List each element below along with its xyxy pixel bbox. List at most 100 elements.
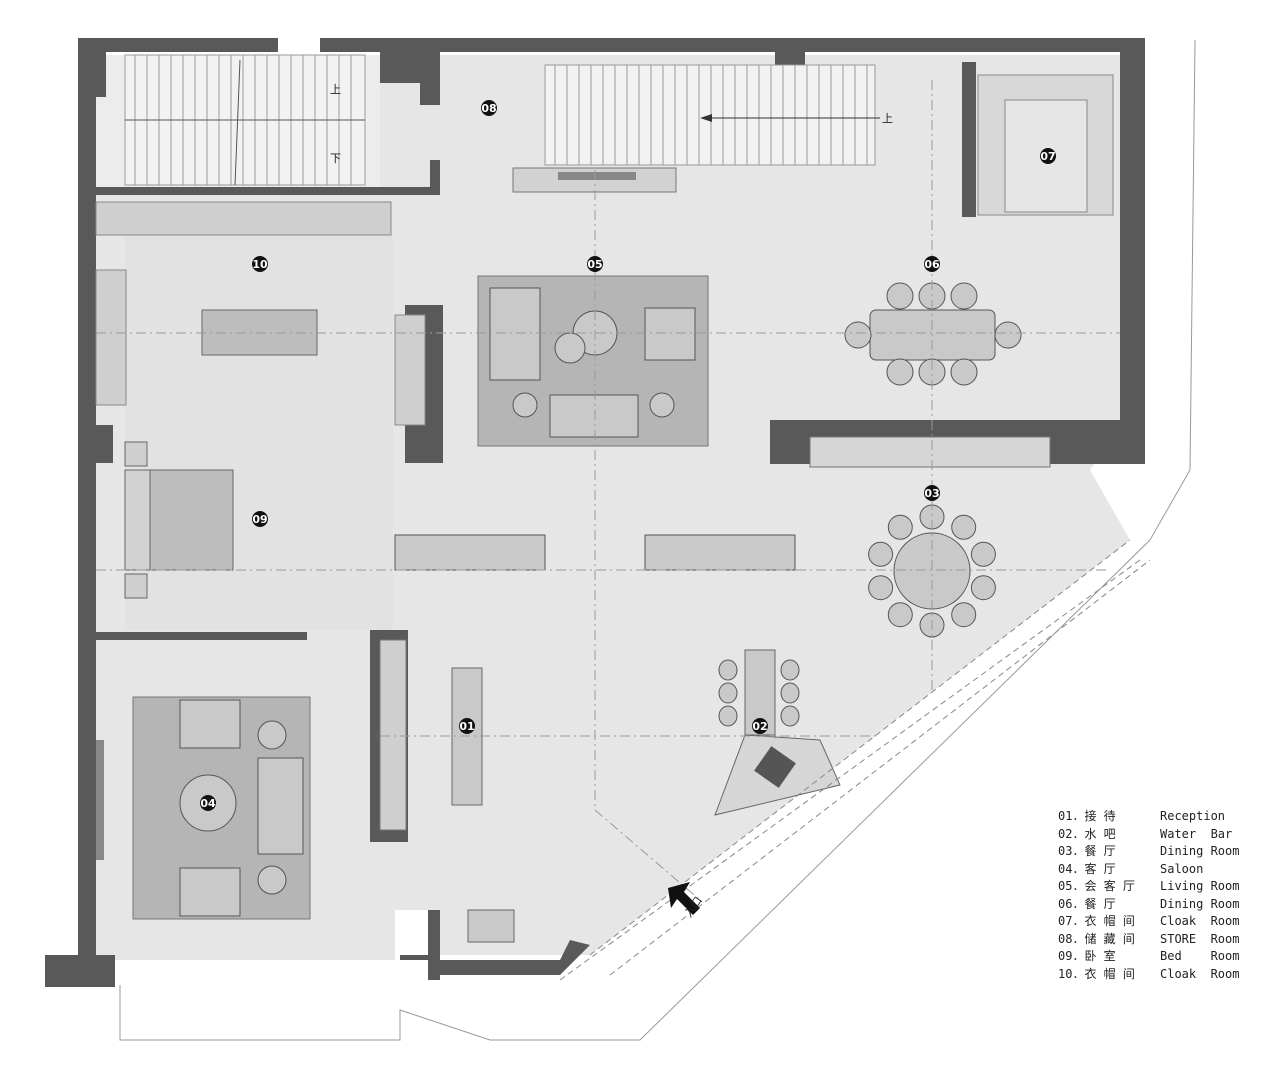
legend-english: STORE Room xyxy=(1160,931,1240,946)
room-marker-dot xyxy=(924,256,940,272)
legend-english: Saloon xyxy=(1160,861,1204,876)
dining-chair xyxy=(970,575,996,601)
room-marker-dot xyxy=(252,511,268,527)
dining-chair xyxy=(844,321,872,349)
sofa-left-05 xyxy=(489,287,541,381)
room-marker-08: 08 xyxy=(481,100,497,116)
bar-stool xyxy=(780,659,800,681)
room-marker-01: 01 xyxy=(459,718,475,734)
room-marker-dot xyxy=(752,718,768,734)
dining-chair xyxy=(950,358,978,386)
legend-row: 09．卧 室 Bed Room xyxy=(1058,948,1258,966)
legend-english: Water Bar xyxy=(1160,826,1233,841)
dining-chair xyxy=(950,282,978,310)
legend-code: 06．餐 厅 xyxy=(1058,896,1116,911)
stair-left xyxy=(124,54,366,186)
stair-main xyxy=(544,64,880,166)
room-marker-dot xyxy=(481,100,497,116)
room-marker-number: 02 xyxy=(752,720,767,733)
dining-chair xyxy=(886,282,914,310)
room-marker-03: 03 xyxy=(924,485,940,501)
room-marker-04: 04 xyxy=(200,795,216,811)
dining-chair xyxy=(887,602,913,628)
legend-code: 02．水 吧 xyxy=(1058,826,1116,841)
room-marker-05: 05 xyxy=(587,256,603,272)
room-marker-dot xyxy=(1040,148,1056,164)
legend-english: Cloak Room xyxy=(1160,966,1240,981)
room-marker-dot xyxy=(459,718,475,734)
cloak-room-10-shelf-side xyxy=(95,269,127,406)
dining-chair xyxy=(868,575,894,601)
sideboard-06 xyxy=(809,436,1051,468)
dining-chair xyxy=(951,602,977,628)
room-marker-number: 10 xyxy=(252,258,268,271)
legend-row: 01．接 待 Reception xyxy=(1058,808,1258,826)
nightstand-top xyxy=(124,441,148,467)
room-marker-number: 08 xyxy=(481,102,496,115)
room-marker-number: 09 xyxy=(252,513,267,526)
room-marker-dot xyxy=(587,256,603,272)
armchair-bottom-04 xyxy=(179,867,241,917)
stair-down-label: 下 xyxy=(330,152,341,165)
stair-up-right-label: 上 xyxy=(882,112,893,125)
outer-boundary xyxy=(119,39,1196,1041)
room-marker-07: 07 xyxy=(1040,148,1056,164)
legend-english: Living Room xyxy=(1160,879,1240,893)
fireplace-firebox xyxy=(558,172,636,180)
bench-left-center xyxy=(394,534,546,571)
legend-code: 01．接 待 xyxy=(1058,809,1116,823)
room-marker-10: 10 xyxy=(252,256,268,272)
legend-english: Dining Room xyxy=(1160,844,1240,858)
legend-row: 05．会 客 厅 Living Room xyxy=(1058,878,1258,896)
bar-stool xyxy=(780,705,800,727)
side-table-05 xyxy=(554,332,586,364)
room-marker-dot xyxy=(252,256,268,272)
dining-chair xyxy=(970,541,996,567)
legend-code: 04．客 厅 xyxy=(1058,861,1116,876)
legend-row: 02．水 吧 Water Bar xyxy=(1058,826,1258,844)
dining-chair xyxy=(994,321,1022,349)
room-marker-06: 06 xyxy=(924,256,940,272)
cloak-room-10-shelf xyxy=(95,201,392,236)
bar-stool xyxy=(718,682,738,704)
bar-stool xyxy=(718,659,738,681)
side-table-top-04 xyxy=(257,720,287,750)
legend-code: 09．卧 室 xyxy=(1058,949,1116,963)
room-markers: 01 02 03 04 05 06 07 08 09 10 xyxy=(200,100,1056,811)
legend-english: Reception xyxy=(1160,809,1226,823)
side-table-bottom-04 xyxy=(257,865,287,895)
armchair-top-04 xyxy=(179,699,241,749)
sofa-bottom-05 xyxy=(549,394,639,438)
legend-english: Cloak Room xyxy=(1160,914,1240,928)
legend-code: 05．会 客 厅 xyxy=(1058,879,1135,893)
legend-english: Bed Room xyxy=(1160,949,1240,963)
room-marker-number: 03 xyxy=(924,487,939,500)
shelf-right-10 xyxy=(394,314,426,426)
sofa-04 xyxy=(257,757,304,855)
legend-row: 04．客 厅 Saloon xyxy=(1058,861,1258,879)
bench-right-center xyxy=(644,534,796,571)
bar-sink-02 xyxy=(754,746,796,788)
tv-cabinet-04 xyxy=(96,740,104,860)
stair-up-label: 上 xyxy=(330,83,341,96)
bar-stool xyxy=(718,705,738,727)
room-marker-number: 06 xyxy=(924,258,940,271)
lamp-right-05 xyxy=(649,392,675,418)
dining-chair xyxy=(886,358,914,386)
nightstand-bottom xyxy=(124,573,148,599)
dining-chairs-03 xyxy=(868,504,996,638)
room-marker-number: 05 xyxy=(587,258,602,271)
dining-chair xyxy=(951,514,977,540)
lamp-left-05 xyxy=(512,392,538,418)
bedroom-floor xyxy=(125,235,393,630)
console-04 xyxy=(467,909,515,943)
legend-english: Dining Room xyxy=(1160,896,1240,911)
room-marker-02: 02 xyxy=(752,718,768,734)
room-marker-number: 04 xyxy=(200,797,216,810)
